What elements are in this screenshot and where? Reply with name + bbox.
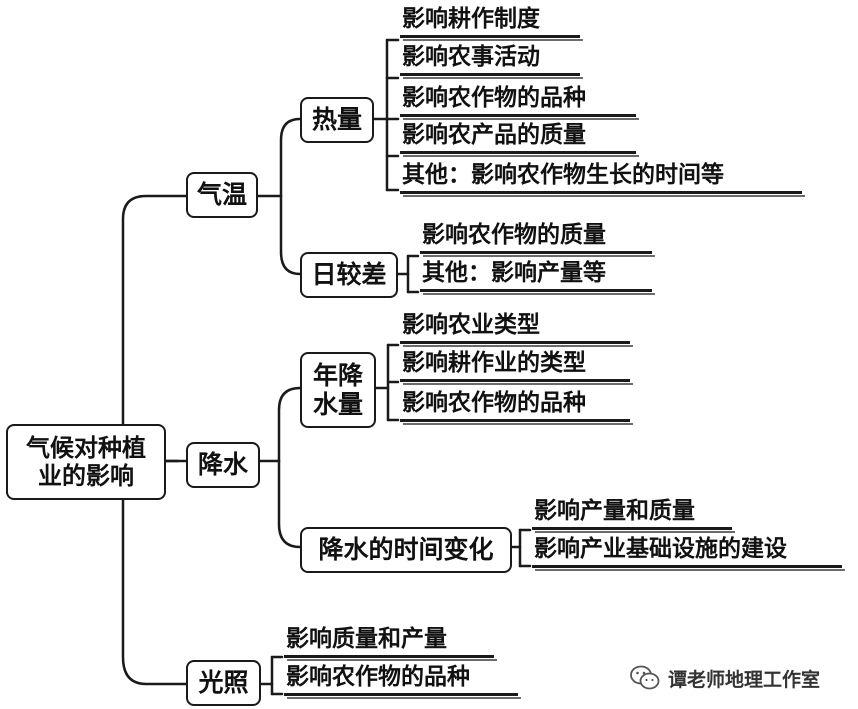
branch-sunlight: 光照 xyxy=(186,660,261,706)
leaf-timing-1: 影响产量和质量 xyxy=(532,494,735,533)
watermark-text: 谭老师地理工作室 xyxy=(668,668,821,691)
leaf-heat-4: 影响农产品的质量 xyxy=(400,118,639,157)
leaf-heat-3: 影响农作物的品种 xyxy=(400,81,639,120)
wechat-icon xyxy=(630,665,660,690)
leaf-annual-2: 影响耕作业的类型 xyxy=(400,346,633,385)
node-heat-label: 热量 xyxy=(311,105,362,135)
leaf-timing-2: 影响产业基础设施的建设 xyxy=(532,532,845,571)
leaf-sunlight-2: 影响农作物的品种 xyxy=(284,660,521,699)
node-annual-precipitation-label: 年降水量 xyxy=(312,360,363,420)
leaf-heat-5: 其他：影响农作物生长的时间等 xyxy=(400,158,805,197)
node-diurnal-range: 日较差 xyxy=(300,252,398,298)
leaf-diurnal-1: 影响农作物的质量 xyxy=(420,218,655,257)
leaf-heat-2: 影响农事活动 xyxy=(400,40,583,79)
leaf-heat-1: 影响耕作制度 xyxy=(400,2,583,41)
root-node: 气候对种植业的影响 xyxy=(6,424,166,500)
leaf-annual-1: 影响农业类型 xyxy=(400,308,633,347)
node-heat: 热量 xyxy=(300,97,374,143)
branch-temperature-label: 气温 xyxy=(196,180,247,210)
node-annual-precipitation: 年降水量 xyxy=(300,352,376,428)
leaf-diurnal-2: 其他：影响产量等 xyxy=(420,256,655,295)
node-diurnal-range-label: 日较差 xyxy=(311,260,387,290)
branch-sunlight-label: 光照 xyxy=(198,668,249,698)
root-label: 气候对种植业的影响 xyxy=(26,433,146,490)
branch-precipitation: 降水 xyxy=(186,442,260,488)
watermark: 谭老师地理工作室 xyxy=(630,660,820,696)
branch-temperature: 气温 xyxy=(186,172,258,218)
leaf-sunlight-1: 影响质量和产量 xyxy=(284,622,497,661)
node-precipitation-timing: 降水的时间变化 xyxy=(300,527,512,573)
branch-precipitation-label: 降水 xyxy=(197,450,248,480)
node-precipitation-timing-label: 降水的时间变化 xyxy=(318,535,494,565)
leaf-annual-3: 影响农作物的品种 xyxy=(400,386,633,425)
